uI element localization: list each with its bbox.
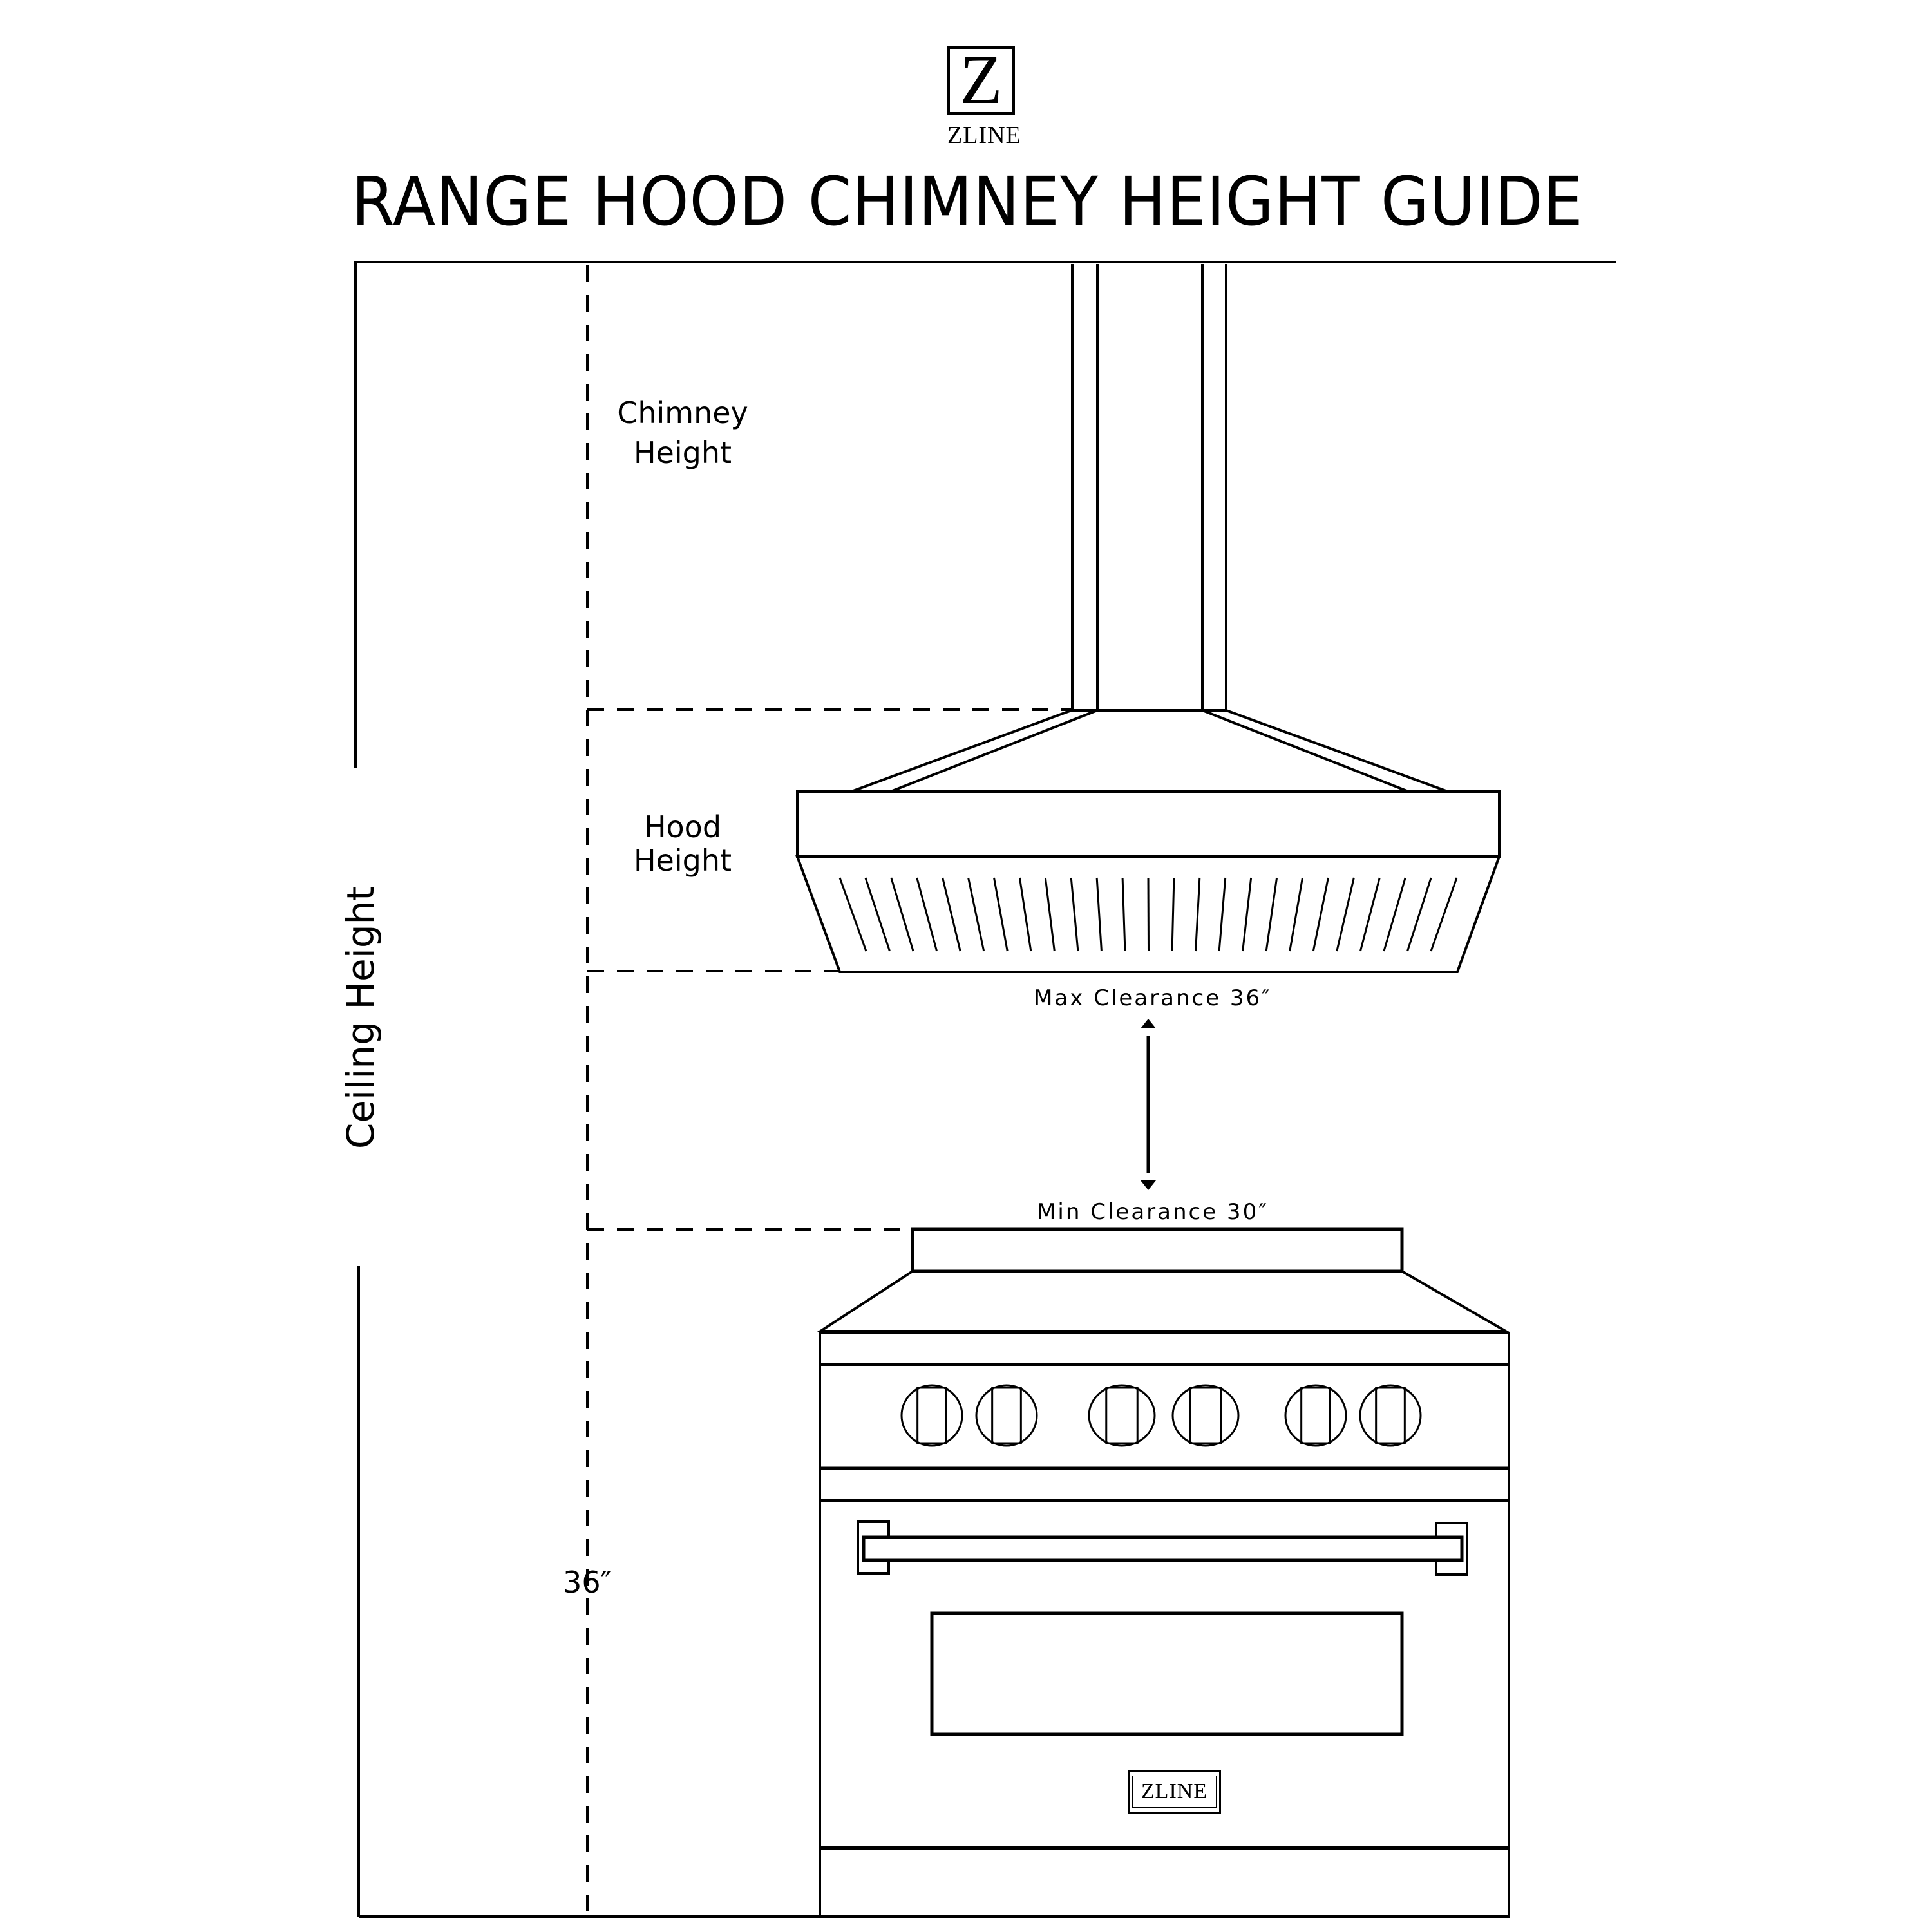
louver-slat: [1406, 877, 1432, 952]
logo-letter: Z: [960, 42, 1003, 118]
louver-slat: [1121, 877, 1126, 952]
knob-icon: [975, 1384, 1038, 1447]
chimney-height-label: Chimney Height: [605, 393, 760, 473]
arrow-down-icon: [1141, 1180, 1156, 1190]
louver-slat: [1171, 877, 1175, 952]
louver-slat: [1018, 877, 1032, 952]
knob-icon: [1088, 1384, 1156, 1447]
knob-icon: [1171, 1384, 1240, 1447]
louver-slat: [1383, 877, 1406, 952]
louver-slat: [1430, 877, 1458, 952]
louver-slat: [967, 877, 985, 952]
oven-window: [930, 1611, 1404, 1736]
louver-slat: [1265, 877, 1278, 952]
room-outline: [354, 261, 1616, 1918]
hood-band: [796, 790, 1501, 858]
louver-slat: [1044, 877, 1056, 952]
louver-slat: [1147, 877, 1150, 952]
louver-slat: [864, 877, 891, 952]
ceiling-height-label: Ceiling Height: [339, 886, 383, 1150]
louver-slat: [890, 877, 914, 952]
knob-icon: [900, 1384, 963, 1447]
chimney-height-label-line1: Chimney: [617, 395, 748, 430]
louver-slat: [942, 877, 961, 952]
louver-slat: [1070, 877, 1079, 952]
zline-logo-mark: Z: [947, 46, 1015, 115]
knob-icon: [1359, 1384, 1422, 1447]
louver-slat: [1336, 877, 1355, 952]
hood-skirt: [795, 855, 1501, 973]
hood-canopy: [795, 709, 1501, 973]
range-oven: [816, 1227, 1511, 1918]
zline-logo-wordmark: ZLINE: [947, 122, 1021, 149]
chimney-height-label-line2: Height: [633, 435, 732, 470]
range-badge-text: ZLINE: [1132, 1776, 1217, 1808]
range-knobs: [900, 1384, 1422, 1447]
range-cooktop: [816, 1270, 1511, 1332]
arrow-up-icon: [1141, 1019, 1156, 1028]
louver-slat: [1195, 877, 1201, 952]
hood-height-label: Hood Height: [605, 810, 760, 877]
page-title: RANGE HOOD CHIMNEY HEIGHT GUIDE: [351, 162, 1584, 241]
louver-slat: [1289, 877, 1303, 952]
oven-handle: [857, 1520, 1468, 1576]
louver-slat: [1359, 877, 1381, 952]
louver-slat: [1095, 877, 1103, 952]
range-body: [819, 1332, 1510, 1918]
louver-slat: [916, 877, 938, 952]
min-clearance-label: Min Clearance 30″: [1037, 1199, 1269, 1225]
range-brand-badge: ZLINE: [1128, 1770, 1221, 1814]
chimney: [1071, 264, 1227, 712]
dimension-guides: [586, 265, 1072, 1917]
counter-height-label: 36″: [563, 1565, 612, 1600]
louver-slat: [1242, 877, 1253, 952]
louver-slat: [1218, 877, 1227, 952]
hood-louvers: [838, 877, 1458, 952]
louver-slat: [1312, 877, 1329, 952]
louver-slat: [993, 877, 1009, 952]
knob-icon: [1284, 1384, 1347, 1447]
max-clearance-label: Max Clearance 36″: [1034, 985, 1272, 1011]
clearance-arrow: [1141, 1019, 1156, 1190]
hood-height-label-line2: Height: [633, 843, 732, 878]
range-backguard: [911, 1227, 1404, 1273]
louver-slat: [838, 877, 867, 952]
hood-height-label-line1: Hood: [643, 810, 722, 844]
